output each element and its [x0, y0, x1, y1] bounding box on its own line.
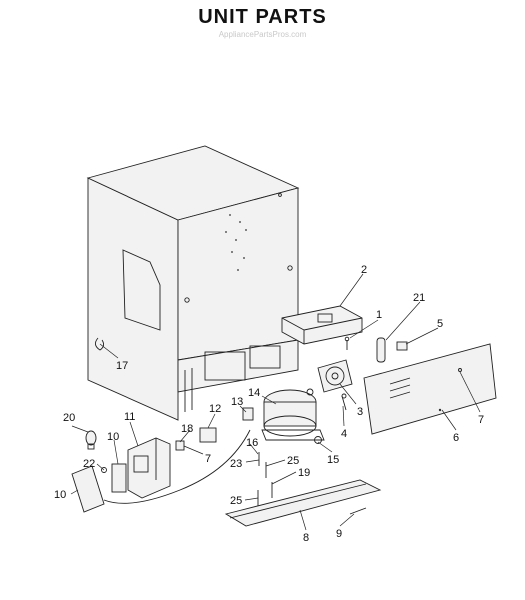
part-label-10: 10 — [54, 489, 66, 501]
part-label-3: 3 — [357, 406, 363, 418]
part-12-control-box — [127, 437, 171, 499]
part-label-24: 23 — [230, 458, 242, 470]
part-label-4: 4 — [341, 428, 347, 440]
part-13-capacitor — [199, 427, 217, 443]
part-10-control-board — [71, 465, 105, 513]
part-1-screw — [344, 336, 350, 350]
part-15-compressor — [261, 388, 325, 441]
part-21-bulb — [85, 430, 97, 450]
part-6-cover-panel — [363, 343, 497, 435]
part-19-clip — [175, 440, 185, 451]
part-label-25-lower: 25 — [230, 495, 242, 507]
part-16-grommet — [314, 436, 322, 444]
part-label-18: 17 — [116, 360, 128, 372]
part-9-screw — [349, 507, 367, 515]
part-label-13: 12 — [209, 403, 221, 415]
part-5-clip — [396, 341, 408, 351]
part-label-19: 18 — [181, 423, 193, 435]
part-label-9: 9 — [336, 528, 342, 540]
part-3-fan — [317, 359, 353, 393]
part-8-base-rail — [224, 479, 382, 527]
part-label-8: 8 — [303, 532, 309, 544]
cabinet-side-panel — [87, 177, 179, 421]
cabinet-cord — [95, 337, 105, 351]
part-label-17: 16 — [246, 437, 258, 449]
part-label-7-clip: 7 — [205, 453, 211, 465]
part-label-7-panel: 7 — [478, 414, 484, 426]
part-label-11: 10 — [107, 431, 119, 443]
part-label-21: 20 — [63, 412, 75, 424]
part-label-1: 1 — [376, 309, 382, 321]
part-17-24-screws — [257, 452, 273, 506]
watermark: AppliancePartsPros.com — [218, 30, 307, 39]
wire-harness — [103, 429, 251, 504]
part-14-relay — [242, 407, 254, 421]
cabinet-side-opening — [122, 249, 161, 331]
part-4-grommet — [341, 393, 347, 411]
part-label-22: 21 — [413, 292, 425, 304]
part-label-14: 13 — [231, 396, 243, 408]
part-label-2: 2 — [361, 264, 367, 276]
part-11-bracket — [101, 463, 127, 493]
part-label-5: 5 — [437, 318, 443, 330]
cabinet — [86, 145, 300, 421]
page-title: UNIT PARTS — [198, 6, 327, 28]
compressor-bay — [177, 339, 299, 393]
part-label-12: 11 — [124, 411, 135, 423]
part-label-16: 15 — [327, 454, 339, 466]
leader-lines — [70, 273, 481, 531]
part-label-23: 22 — [83, 458, 95, 470]
part-label-6: 6 — [453, 432, 459, 444]
part-label-20: 19 — [298, 467, 310, 479]
part-number-labels: 2 1 21 5 3 4 6 7 17 14 15 13 12 18 7 11 … — [54, 264, 484, 544]
part-22-filter — [376, 337, 386, 363]
part-label-25-upper: 25 — [287, 455, 299, 467]
part-label-15: 14 — [248, 387, 260, 399]
